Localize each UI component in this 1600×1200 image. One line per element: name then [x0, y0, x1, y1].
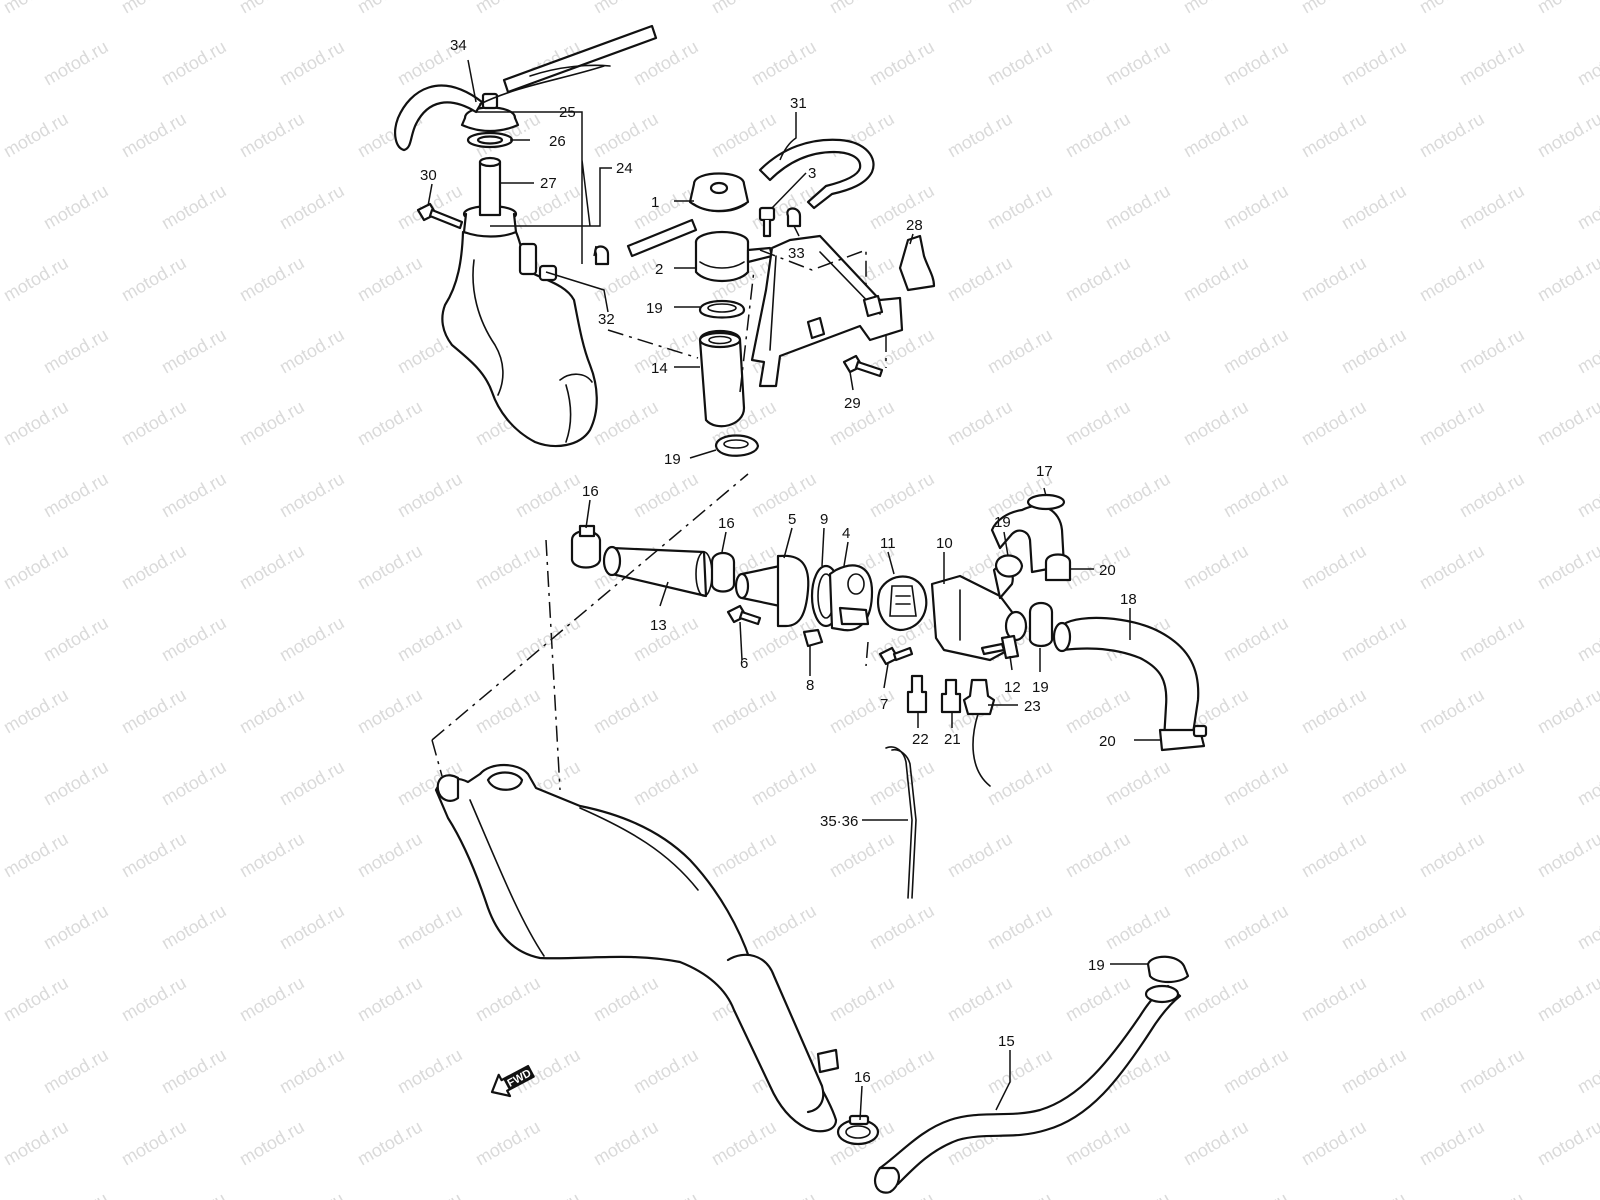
elbow-hose-17 [990, 493, 1066, 574]
bolt-29 [842, 354, 884, 378]
wire-35-36 [885, 746, 917, 899]
callout-1: 1 [651, 194, 659, 211]
callout-19-e: 19 [1088, 957, 1105, 974]
callout-22: 22 [912, 731, 929, 748]
callout-19-d: 19 [1032, 679, 1049, 696]
callout-30: 30 [420, 167, 437, 184]
bolt-12 [980, 634, 1020, 660]
clamp-19-bottom [1146, 955, 1190, 984]
callout-6: 6 [740, 655, 748, 672]
clamp-19-lower [714, 434, 760, 457]
clamp-19-housing [994, 554, 1024, 578]
callout-15: 15 [998, 1033, 1015, 1050]
callout-9: 9 [820, 511, 828, 528]
callout-labels: 34 25 26 24 27 30 31 1 3 33 28 2 19 32 1… [420, 37, 1137, 1086]
thermostat-11 [876, 575, 928, 632]
outlet-fitting-5 [734, 554, 810, 628]
callout-13: 13 [650, 617, 667, 634]
callout-20-b: 20 [1099, 733, 1116, 750]
leader-lines [427, 59, 1162, 1121]
hose-13 [602, 545, 713, 598]
callout-28: 28 [906, 217, 923, 234]
bolt-7 [878, 646, 914, 666]
hose-14 [698, 329, 746, 428]
clamp-16-left [570, 524, 602, 569]
callout-12: 12 [1004, 679, 1021, 696]
callout-20-a: 20 [1099, 562, 1116, 579]
callout-35-36: 35·36 [820, 813, 858, 830]
callout-7: 7 [880, 696, 888, 713]
sensor-22 [906, 674, 928, 714]
callout-23: 23 [1024, 698, 1041, 715]
callout-21: 21 [944, 731, 961, 748]
reserve-tank-cap [460, 92, 520, 133]
clamp-16-bottom [836, 1114, 880, 1146]
reserve-tank [441, 204, 598, 448]
callout-34: 34 [450, 37, 467, 54]
callout-16-c: 16 [854, 1069, 871, 1086]
bolt-3 [758, 206, 776, 238]
callout-5: 5 [788, 511, 796, 528]
clamp-20-upper [1044, 553, 1072, 582]
callout-29: 29 [844, 395, 861, 412]
nut-8 [802, 628, 824, 648]
callout-18: 18 [1120, 591, 1137, 608]
radiator [434, 763, 840, 1133]
cap-gasket [466, 131, 514, 149]
clamp-32-a [594, 245, 610, 266]
clamp-19-upper [698, 300, 746, 319]
thermostat-cover-4 [828, 564, 874, 632]
callout-2: 2 [655, 261, 663, 278]
callout-17: 17 [1036, 463, 1053, 480]
callout-25: 25 [559, 104, 576, 121]
callout-31: 31 [790, 95, 807, 112]
sensor-21 [940, 678, 962, 714]
callout-19-c: 19 [994, 514, 1011, 531]
clamp-16-mid [710, 551, 736, 593]
callout-10: 10 [936, 535, 953, 552]
radiator-cap [688, 172, 750, 213]
callout-24: 24 [616, 160, 633, 177]
callout-11: 11 [880, 535, 896, 552]
hose-18 [1052, 616, 1200, 742]
fwd-label: FWD [506, 1067, 534, 1089]
callout-19-a: 19 [646, 300, 663, 317]
bolt-30 [416, 202, 464, 230]
fwd-arrow-icon: FWD [490, 1064, 535, 1098]
callout-8: 8 [806, 677, 814, 694]
callout-4: 4 [842, 525, 850, 542]
filler-neck-2 [694, 230, 774, 283]
clamp-33 [786, 207, 802, 228]
sensor-23 [962, 678, 996, 787]
bolt-6 [726, 604, 762, 626]
callout-19-b: 19 [664, 451, 681, 468]
callout-27: 27 [540, 175, 557, 192]
callout-3: 3 [808, 165, 816, 182]
hose-31 [626, 138, 875, 258]
callout-16-b: 16 [718, 515, 735, 532]
callout-26: 26 [549, 133, 566, 150]
bracket-28 [750, 234, 936, 388]
clamp-19-right [1028, 601, 1054, 648]
clamp-20-lower [1158, 724, 1208, 752]
callout-16-a: 16 [582, 483, 599, 500]
assembly-lines [431, 245, 887, 791]
breather-hose-34 [394, 24, 658, 152]
callout-33: 33 [788, 245, 805, 262]
callout-32: 32 [598, 311, 615, 328]
callout-14: 14 [651, 360, 668, 377]
filler-neck-pipe [478, 156, 502, 217]
hose-15 [873, 984, 1182, 1194]
